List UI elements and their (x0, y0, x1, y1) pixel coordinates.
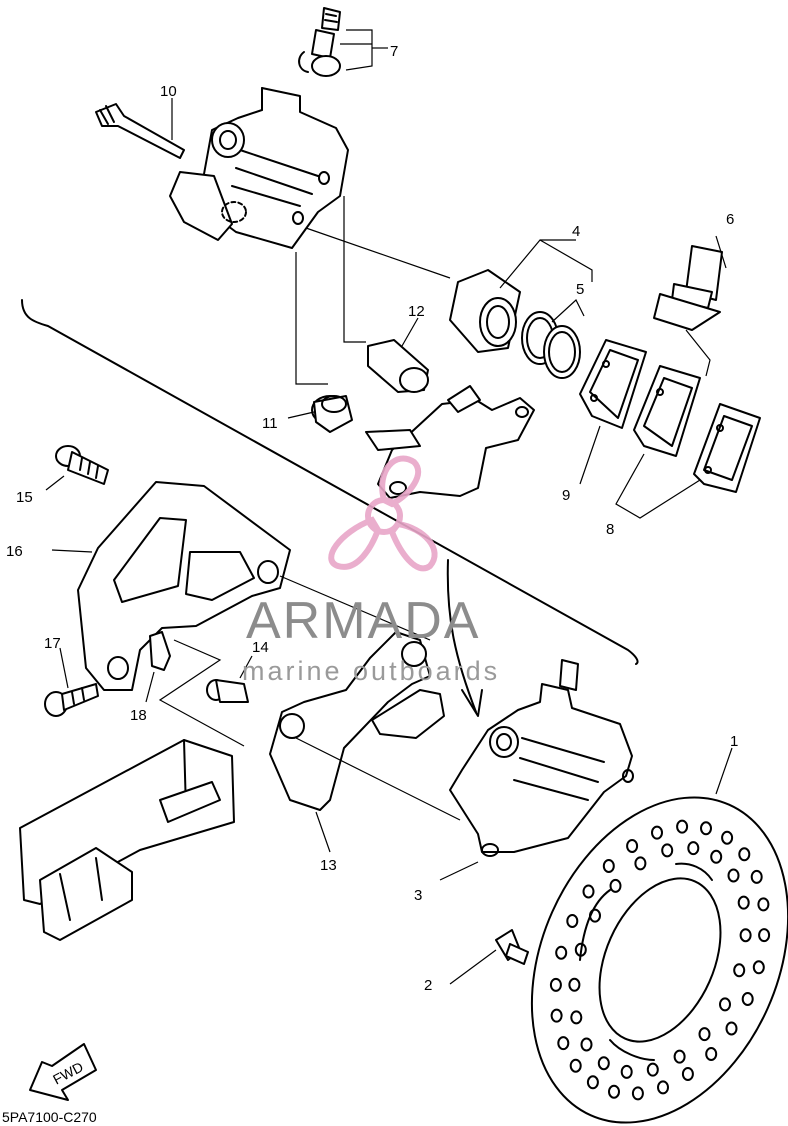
callout-13: 13 (320, 857, 337, 874)
disc-hole (549, 977, 562, 992)
disc-hole (582, 884, 595, 899)
disc-hole (725, 1021, 738, 1036)
fwd-arrow-icon (29, 1043, 97, 1101)
piston-seals (521, 311, 581, 379)
disc-hole (608, 1084, 620, 1099)
hose-clip (149, 631, 171, 671)
callout-10: 10 (160, 83, 177, 100)
pin-bolt (95, 103, 185, 159)
callout-14: 14 (252, 639, 269, 656)
disc-hole (568, 977, 581, 992)
disc-hole (550, 1008, 563, 1023)
disc-hole (570, 1010, 583, 1025)
disc-hole (727, 868, 740, 883)
disc-hole (602, 859, 615, 873)
callout-16: 16 (6, 543, 23, 560)
lower-caliper-body (449, 659, 634, 857)
pin-bushing (311, 395, 353, 433)
callout-6: 6 (726, 211, 734, 228)
disc-hole (634, 856, 647, 871)
disc-hole (631, 1086, 644, 1101)
disc-hole (739, 928, 752, 943)
disc-hole (557, 1036, 570, 1051)
callout-1: 1 (730, 733, 738, 750)
disc-hole (705, 1047, 718, 1061)
armada-logo-icon (328, 455, 438, 572)
bracket-bolt-lower (44, 683, 99, 717)
callout-12: 12 (408, 303, 425, 320)
brake-pad-right-2 (693, 403, 761, 493)
caliper-bracket-upper (365, 385, 535, 499)
disc-hole (657, 1080, 669, 1095)
disc-hole (651, 825, 663, 840)
disc-hole (758, 928, 771, 943)
disc-hole (566, 914, 579, 928)
brake-disc-holes (549, 819, 771, 1101)
callout-9: 9 (562, 487, 570, 504)
disc-hole (687, 841, 700, 856)
disc-hole (733, 963, 746, 978)
brake-pad-right-1 (633, 365, 701, 457)
callout-17: 17 (44, 635, 61, 652)
disc-hole (661, 843, 674, 858)
disc-hole (757, 897, 770, 912)
disc-hole (741, 992, 754, 1006)
disc-hole (719, 997, 731, 1012)
callout-3: 3 (414, 887, 422, 904)
disc-hole (580, 1037, 593, 1052)
bleeder-screw (298, 7, 341, 77)
disc-hole (589, 908, 601, 923)
disc-hole (700, 821, 712, 836)
disc-hole (681, 1067, 694, 1081)
bracket-collar (206, 679, 249, 703)
bracket-bolt-upper (55, 445, 109, 485)
disc-hole (626, 839, 639, 853)
callout-2: 2 (424, 977, 432, 994)
pin-boot (367, 339, 429, 393)
disc-hole (738, 847, 751, 862)
disc-hole (609, 878, 622, 893)
callout-18: 18 (130, 707, 147, 724)
upper-caliper-body (169, 87, 349, 249)
watermark-tagline: marine outboards (242, 656, 500, 686)
torque-link-arm (269, 631, 445, 811)
disc-hole (646, 1062, 659, 1077)
disc-bolt (495, 929, 529, 965)
disc-hole (737, 895, 750, 910)
callout-11: 11 (262, 415, 278, 432)
callout-7: 7 (390, 43, 398, 60)
callout-15: 15 (16, 489, 33, 506)
brake-disc (530, 796, 788, 1124)
swingarm (19, 739, 235, 941)
diagram-code: 5PA7100-C270 (2, 1109, 97, 1125)
disc-hole (750, 869, 763, 884)
disc-hole (620, 1064, 633, 1079)
disc-hole (597, 1056, 610, 1071)
disc-hole (555, 945, 568, 960)
callout-4: 4 (572, 223, 580, 240)
disc-hole (569, 1058, 582, 1073)
brake-pad-left (579, 339, 647, 429)
pad-spring (653, 245, 723, 331)
disc-hole (721, 830, 734, 845)
callout-5: 5 (576, 281, 584, 298)
disc-hole (710, 849, 723, 864)
disc-hole (752, 960, 765, 975)
disc-hole (698, 1027, 711, 1042)
callout-8: 8 (606, 521, 614, 538)
disc-hole (673, 1049, 686, 1064)
disc-hole (574, 942, 587, 957)
disc-hole (676, 819, 689, 834)
caliper-mount-bracket (77, 481, 291, 691)
watermark-brand: ARMADA (246, 592, 480, 650)
disc-hole (586, 1075, 599, 1090)
caliper-piston (449, 269, 521, 353)
